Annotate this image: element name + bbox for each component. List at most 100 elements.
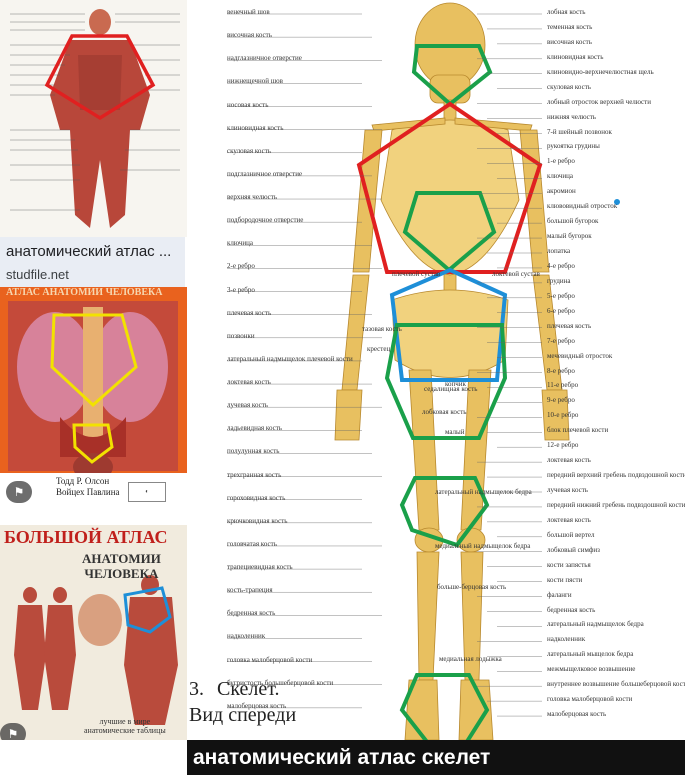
muscle-figure-image (0, 0, 187, 237)
anatomy-label: малоберцовая кость (227, 701, 287, 710)
anatomy-label: внутреннее возвышение большеберцовой кос… (547, 680, 685, 689)
anatomy-label: плечевой сустав (392, 270, 441, 278)
anatomy-label: медиальная лодыжка (439, 655, 502, 663)
figure-subtitle: Вид спереди (189, 704, 297, 726)
anatomy-label: надколенник (547, 635, 586, 644)
thorax-book-cover-image (0, 287, 187, 513)
anatomy-label: локтевая кость (547, 456, 591, 465)
anatomy-label: передний нижний гребень подвздошной кост… (547, 500, 685, 509)
anatomy-label: позвонки (227, 331, 255, 340)
anatomy-label: лучевая кость (547, 486, 588, 494)
anatomy-label: головка малоберцовой кости (547, 695, 633, 704)
anatomy-label: трехгранная кость (227, 470, 282, 479)
anatomy-label: 7-е ребро (547, 336, 575, 345)
anatomy-label: ключица (547, 172, 573, 181)
anatomy-label: 1-е ребро (547, 157, 575, 166)
anatomy-label: скуловая кость (547, 82, 591, 91)
skeleton-figure (187, 0, 685, 775)
anatomy-label: малый (445, 428, 465, 436)
anatomy-label: акромион (547, 187, 576, 196)
anatomy-label: 5-е ребро (547, 291, 575, 300)
result-caption-1[interactable]: анатомический атлас ... studfile.net (0, 237, 185, 287)
anatomy-label: лобная кость (547, 8, 586, 16)
anatomy-label: 10-е ребро (547, 411, 579, 420)
anatomy-label: надглазничное отверстие (227, 54, 302, 63)
publisher-logo: ◐ (128, 482, 166, 502)
figure-number: 3. (189, 678, 204, 700)
anatomy-label: ладьевидная кость (227, 424, 282, 433)
anatomy-label: венечный шов (227, 8, 270, 16)
anatomy-label: гороховидная кость (227, 493, 286, 502)
anatomy-label: 9-е ребро (547, 396, 575, 405)
anatomy-label: подбородочное отверстие (227, 216, 304, 225)
preview-caption: анатомический атлас скелет (187, 740, 685, 775)
anatomy-label: медиальный надмыщелок бедра (435, 542, 531, 550)
anatomy-label: нижнещечной шов (227, 77, 283, 86)
anatomy-label: копчик (445, 380, 466, 388)
anatomy-label: кость-трапеция (227, 586, 273, 595)
anatomy-label: кости запястья (547, 560, 591, 569)
main-preview-image[interactable]: 3. Скелет. Вид спереди венечный шов височ… (187, 0, 685, 775)
anatomy-label: лучевая кость (227, 401, 268, 410)
anatomy-label: клиновидно-верхнечелюстная щель (547, 67, 654, 76)
anatomy-label: больше-берцовая кость (437, 583, 507, 591)
anatomy-label: клиновидная кость (227, 123, 284, 132)
anatomy-label: теменная кость (547, 22, 593, 31)
anatomy-label: 12-е ребро (547, 441, 579, 450)
book-tagline: лучшие в мире анатомические таблицы (84, 717, 166, 735)
anatomy-label: лобковая кость (422, 408, 467, 416)
result-title[interactable]: анатомический атлас ... (6, 243, 172, 260)
anatomy-label: надколенник (227, 632, 266, 641)
anatomy-label: кости пясти (547, 575, 583, 584)
anatomy-label: латеральный мыщелок бедра (547, 650, 634, 659)
anatomy-label: трапециевидная кость (227, 563, 293, 572)
anatomy-label: 2-е ребро (227, 262, 255, 271)
anatomy-label: локтевая кость (547, 515, 591, 524)
anatomy-label: нижняя челюсть (547, 112, 596, 121)
anatomy-label: крючковидная кость (227, 516, 288, 525)
anatomy-label: височная кость (227, 31, 272, 40)
anatomy-label: локтевой сустав (492, 270, 540, 278)
anatomy-label: локтевая кость (227, 378, 271, 387)
tag-icon[interactable]: ⚑ (0, 723, 26, 740)
anatomy-label: 8-е ребро (547, 366, 575, 375)
anatomy-label: 7-й шейный позвонок (547, 127, 612, 136)
anatomy-label: бедренная кость (547, 605, 596, 614)
anatomy-label: носовая кость (227, 100, 269, 109)
muscle-atlas-cover-image (0, 525, 187, 740)
anatomy-label: бедренная кость (227, 609, 276, 618)
anatomy-label: подглазничное отверстие (227, 169, 303, 178)
figure-title: Скелет. (217, 678, 280, 700)
anatomy-label: большой бугорок (547, 217, 599, 226)
anatomy-label: латеральный надмыщелок плечевой кости (227, 354, 353, 363)
anatomy-label: тазовая кость (362, 325, 402, 333)
book-title: АТЛАС АНАТОМИИ ЧЕЛОВЕКА (6, 287, 163, 298)
anatomy-label: ключица (227, 239, 253, 248)
anatomy-label: лопатка (547, 247, 571, 255)
result-thumbnail-2[interactable]: АТЛАС АНАТОМИИ ЧЕЛОВЕКА Тодд Р. Олсон Во… (0, 287, 187, 513)
anatomy-label: малоберцовая кость (547, 710, 607, 719)
book-subtitle: АНАТОМИИ ЧЕЛОВЕКА (82, 551, 161, 581)
anatomy-label: скуловая кость (227, 146, 271, 155)
anatomy-label: фаланги (547, 590, 572, 599)
anatomy-label: головка малоберцовой кости (227, 655, 313, 664)
anatomy-label: полулунная кость (227, 447, 280, 456)
tag-icon[interactable]: ⚑ (6, 481, 32, 503)
anatomy-label: малый бугорок (547, 232, 592, 241)
anatomy-label: передний верхний гребень подвздошной кос… (547, 471, 685, 480)
anatomy-label: верхняя челюсть (227, 193, 278, 202)
result-source: studfile.net (6, 267, 69, 282)
anatomy-label: клювовидный отросток (547, 202, 618, 211)
anatomy-label: височная кость (547, 37, 592, 46)
anatomy-label: межмыщелковое возвышение (547, 665, 636, 674)
anatomy-label: латеральный надмыщелок бедра (547, 620, 644, 629)
anatomy-label: 6-е ребро (547, 306, 575, 315)
anatomy-label: блок плечевой кости (547, 426, 609, 435)
anatomy-label: бугристость большеберцовой кости (227, 678, 334, 687)
book-title: БОЛЬШОЙ АТЛАС (4, 527, 168, 547)
result-thumbnail-3[interactable]: БОЛЬШОЙ АТЛАС АНАТОМИИ ЧЕЛОВЕКА лучшие в… (0, 525, 187, 740)
anatomy-label: лобный отросток верхней челюсти (547, 97, 651, 106)
anatomy-label: 3-е ребро (227, 285, 255, 294)
anatomy-label: головчатая кость (227, 539, 277, 548)
result-thumbnail-1[interactable] (0, 0, 187, 237)
